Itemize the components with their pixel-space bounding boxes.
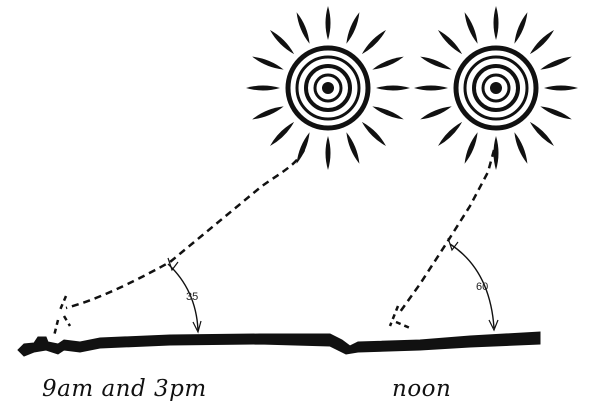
- sun-ray: [540, 106, 572, 119]
- sun-ray: [494, 6, 499, 40]
- sun-ray: [540, 57, 572, 70]
- sun-ray: [326, 6, 331, 40]
- angle-label-35: 35: [186, 291, 198, 303]
- sun-ray: [465, 12, 478, 44]
- sun-ray: [376, 86, 410, 91]
- sun-ray: [414, 86, 448, 91]
- sun-ray: [420, 57, 452, 70]
- sun-ray: [362, 122, 386, 146]
- sun-ray: [252, 106, 284, 119]
- sun-ray: [346, 12, 359, 44]
- caption-noon: noon: [392, 376, 451, 402]
- sun-ray: [544, 86, 578, 91]
- sun-ray: [438, 122, 462, 146]
- sun-ray: [246, 86, 280, 91]
- sun-ray: [372, 57, 404, 70]
- sun-ray: [372, 106, 404, 119]
- sun-ray: [326, 136, 331, 170]
- ground-line: [18, 332, 540, 356]
- sun-ray: [530, 30, 554, 54]
- caption-9am-3pm: 9am and 3pm: [42, 376, 207, 402]
- sun-ray: [438, 30, 462, 54]
- sun-ray: [420, 106, 452, 119]
- ray-endpoint: [54, 296, 70, 336]
- sun-icon: [414, 6, 578, 170]
- sun-icon: [246, 6, 410, 170]
- sun-ray: [514, 132, 527, 164]
- sun-ray: [362, 30, 386, 54]
- angle-label-60: 60: [476, 281, 488, 293]
- sun-ray: [270, 30, 294, 54]
- sun-ray: [465, 132, 478, 164]
- sun-ray: [297, 12, 310, 44]
- ray-endpoint: [390, 306, 410, 328]
- sun-ray: [252, 57, 284, 70]
- sun-ray: [270, 122, 294, 146]
- sun-ray: [530, 122, 554, 146]
- sun-ray: [346, 132, 359, 164]
- sun-ray: [297, 132, 310, 164]
- sun-ray: [514, 12, 527, 44]
